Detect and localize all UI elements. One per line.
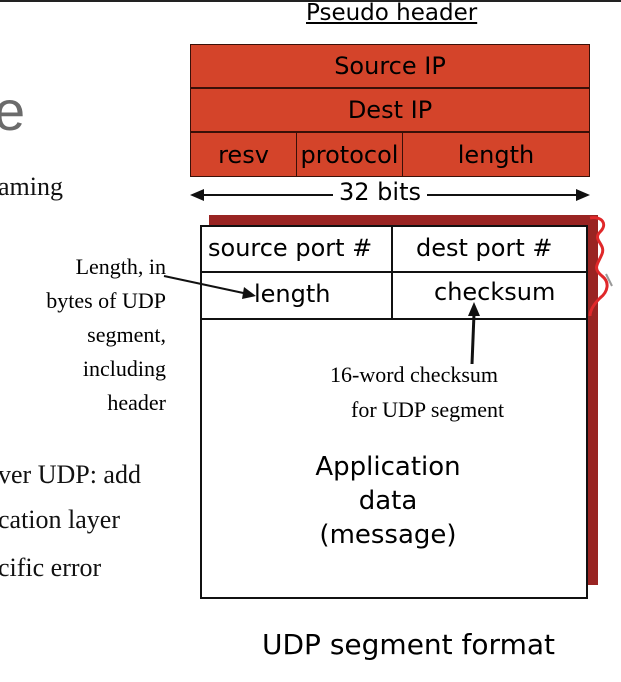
segment-caption: UDP segment format bbox=[262, 628, 555, 661]
slide-text-fragment-4: cific error bbox=[0, 553, 102, 582]
dest-port-field: dest port # bbox=[416, 234, 553, 262]
checksum-field: checksum bbox=[434, 278, 556, 306]
checksum-pointer-arrow bbox=[468, 302, 480, 365]
red-squiggle bbox=[588, 216, 613, 317]
length-note-line-5: header bbox=[107, 390, 166, 415]
width-label: 32 bits bbox=[333, 178, 427, 206]
segment-divider-1 bbox=[200, 271, 588, 273]
segment-column-divider bbox=[391, 225, 393, 319]
length-note-line-1: Length, in bbox=[75, 254, 166, 279]
protocol-label: protocol bbox=[300, 140, 399, 169]
source-port-field: source port # bbox=[208, 234, 373, 262]
pseudo-header-protocol: protocol bbox=[296, 132, 403, 177]
segment-divider-2 bbox=[200, 318, 588, 320]
length-note-line-4: including bbox=[82, 356, 166, 381]
length-pointer-arrow bbox=[163, 275, 256, 299]
pseudo-length-label: length bbox=[457, 140, 535, 169]
length-field: length bbox=[254, 280, 331, 308]
source-ip-label: Source IP bbox=[334, 52, 446, 80]
slide-text-fragment-1: aming bbox=[0, 172, 63, 201]
slide-text-fragment-2: ver UDP: add bbox=[0, 460, 141, 489]
app-data-line-1: Application bbox=[315, 452, 461, 482]
app-data-line-3: (message) bbox=[319, 520, 457, 550]
checksum-note-line-2: for UDP segment bbox=[351, 397, 505, 422]
dest-ip-label: Dest IP bbox=[347, 96, 433, 124]
udp-segment-box bbox=[200, 225, 588, 599]
length-note-line-3: segment, bbox=[87, 322, 166, 347]
length-note-line-2: bytes of UDP bbox=[46, 288, 166, 313]
pseudo-header-resv: resv bbox=[190, 132, 297, 177]
pseudo-header-dest-ip: Dest IP bbox=[190, 88, 590, 132]
top-border-line bbox=[0, 0, 621, 2]
checksum-note-line-1: 16-word checksum bbox=[330, 362, 499, 387]
application-data: Application data (message) bbox=[298, 450, 478, 552]
pseudo-header-source-ip: Source IP bbox=[190, 44, 590, 88]
length-annotation: Length, in bytes of UDP segment, includi… bbox=[6, 250, 166, 420]
app-data-line-2: data bbox=[358, 486, 418, 516]
slide-title-fragment: e bbox=[0, 79, 26, 142]
slide-text-fragment-3: cation layer bbox=[0, 505, 120, 534]
pseudo-header-length: length bbox=[402, 132, 590, 177]
resv-label: resv bbox=[218, 140, 269, 169]
pseudo-header-title: Pseudo header bbox=[306, 0, 478, 26]
